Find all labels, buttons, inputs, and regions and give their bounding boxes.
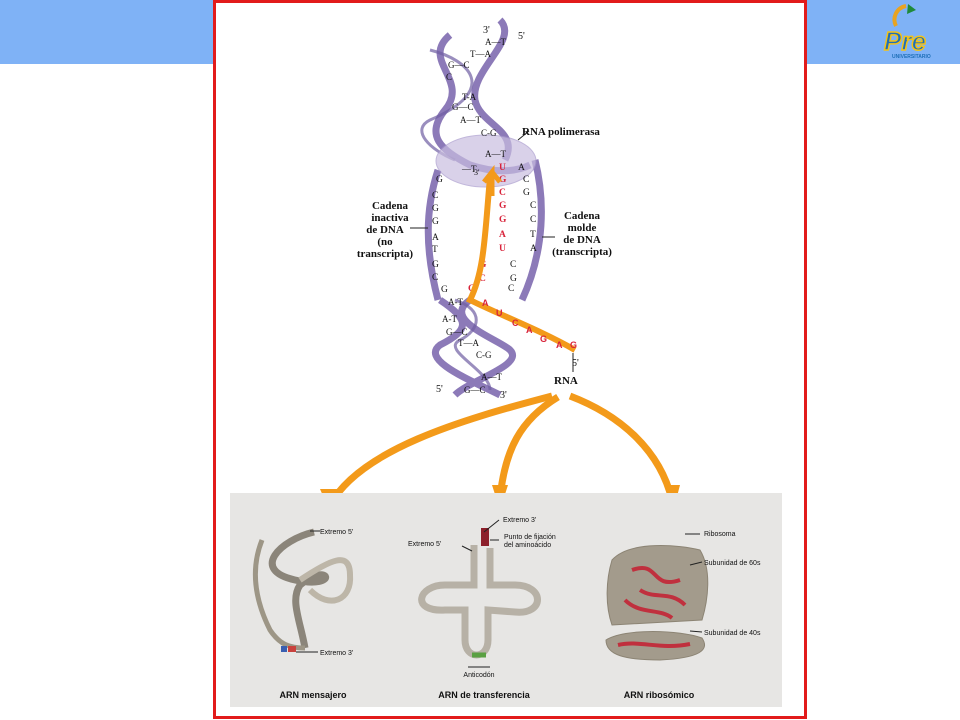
inactive-base-9: G (441, 285, 448, 295)
inactive-base-1: G (436, 175, 443, 185)
strand-base-6: A (556, 340, 563, 350)
inactive-base-8: C (432, 273, 438, 283)
trna-binding-1: Punto de fijación (504, 534, 556, 541)
template-label-1: Cadena (564, 210, 601, 222)
pair-top-8: C-G (481, 128, 497, 138)
rna-base-7: U (499, 244, 506, 254)
pair-top-2: T—A (470, 49, 491, 59)
pre-logo: Pre UNIVERSITARIO (878, 2, 940, 62)
strand-base-5: G (540, 334, 547, 344)
rna-3-end: 3' (474, 168, 480, 177)
template-base-4: C (530, 201, 536, 211)
trna-illustration (418, 519, 541, 668)
inactive-base-2: C (432, 191, 438, 201)
rrna-sub60: Subunidad de 60s (704, 560, 761, 567)
svg-text:—T: —T (461, 164, 477, 174)
mrna-end5: Extremo 5' (320, 529, 353, 536)
trna-binding-2: del aminoácido (504, 542, 551, 549)
template-strand-lower (452, 297, 517, 398)
mrna-end3: Extremo 3' (320, 650, 353, 657)
arrow-to-mrna (326, 392, 553, 507)
inactive-label-5: transcripta) (357, 248, 414, 260)
inactive-base-7: G (432, 260, 439, 270)
template-base-8: C (510, 260, 516, 270)
inactive-base-4: G (432, 217, 439, 227)
pair-top-4: C (446, 72, 452, 82)
pair-top-5: T-A (462, 92, 477, 102)
rna-polymerase-ellipse (435, 134, 537, 188)
top-5-end: 5' (518, 31, 525, 42)
top-3-end: 3' (483, 25, 490, 36)
trna-end5: Extremo 5' (408, 541, 441, 548)
rna-base-4: G (499, 201, 507, 211)
rna-base-9: C (479, 274, 486, 284)
template-base-10: C (508, 284, 514, 294)
template-base-5: C (530, 215, 536, 225)
rna-base-1: U (499, 163, 506, 173)
inactive-label-1: Cadena (372, 200, 409, 212)
rna-base-2: G (499, 175, 507, 185)
pair-bottom-5: C-G (476, 350, 492, 360)
bottom-5-end: 5' (436, 384, 443, 395)
pair-bottom-2: A-T (442, 314, 457, 324)
template-strand-bubble (518, 159, 545, 302)
pair-bottom-6: A—T (481, 372, 502, 382)
pair-top-1: A—T (485, 37, 506, 47)
rrna-sub40: Subunidad de 40s (704, 630, 761, 637)
pair-bottom-4: T—A (458, 338, 479, 348)
pair-top-6: G—C (452, 102, 474, 112)
template-base-1: A (518, 163, 525, 173)
strand-base-3: C (512, 318, 519, 328)
inactive-base-5: A (432, 233, 439, 243)
trna-anticodon: Anticodón (463, 672, 494, 679)
trna-caption: ARN de transferencia (438, 690, 531, 700)
rna-base-6: A (499, 230, 506, 240)
rna-5-end: 5' (572, 358, 579, 369)
inactive-label-3: de DNA (366, 224, 404, 236)
mrna-caption: ARN mensajero (279, 690, 347, 700)
trna-end3: Extremo 3' (503, 517, 536, 524)
arrow-to-rrna (568, 392, 676, 501)
rna-direction-arrow (482, 164, 502, 196)
template-base-3: G (523, 188, 530, 198)
inactive-strand-bubble (424, 168, 442, 301)
strand-base-1: A (482, 298, 489, 308)
rna-polymerase-label: RNA polimerasa (522, 126, 600, 138)
strand-base-2: U (496, 308, 503, 318)
pair-top-9: A—T (485, 149, 506, 159)
template-label-3: de DNA (563, 234, 601, 246)
template-base-7: A (530, 244, 537, 254)
rrna-ribosome: Ribosoma (704, 531, 736, 538)
template-base-9: G (510, 274, 517, 284)
rna-base-3: C (499, 188, 506, 198)
pair-top-7: A—T (460, 115, 481, 125)
bottom-3-end: 3' (500, 390, 507, 401)
pair-bottom-3: G—C (446, 327, 468, 337)
strand-base-7: G (570, 340, 577, 350)
mrna-illustration (252, 528, 354, 653)
transcription-diagram: RNA polimerasa 3' 5' 5' 3' A—T T—A G—C C… (230, 17, 782, 707)
template-label-2: molde (568, 222, 597, 234)
rna-strand (465, 177, 577, 353)
strand-base-4: A (526, 325, 533, 335)
inactive-base-6: T (432, 245, 438, 255)
rrna-caption: ARN ribosómico (624, 690, 695, 700)
logo-text: Pre (884, 26, 926, 56)
ribosome-illustration (605, 533, 709, 661)
template-base-2: C (523, 175, 529, 185)
pair-bottom-7: G—C (464, 385, 486, 395)
pair-bottom-1: A-T (448, 297, 463, 307)
template-label-4: (transcripta) (552, 246, 612, 258)
pair-top-3: G—C (448, 60, 470, 70)
rna-base-5: G (499, 215, 507, 225)
logo-subtext: UNIVERSITARIO (892, 54, 931, 60)
figure-frame: RNA polimerasa 3' 5' 5' 3' A—T T—A G—C C… (213, 0, 807, 719)
inactive-base-3: G (432, 204, 439, 214)
inactive-label-2: inactiva (371, 212, 409, 224)
inactive-label-4: (no (377, 236, 393, 248)
arrow-to-trna (496, 394, 560, 499)
template-base-6: T (530, 230, 536, 240)
dna-helix (420, 17, 545, 399)
rna-label: RNA (554, 375, 578, 387)
